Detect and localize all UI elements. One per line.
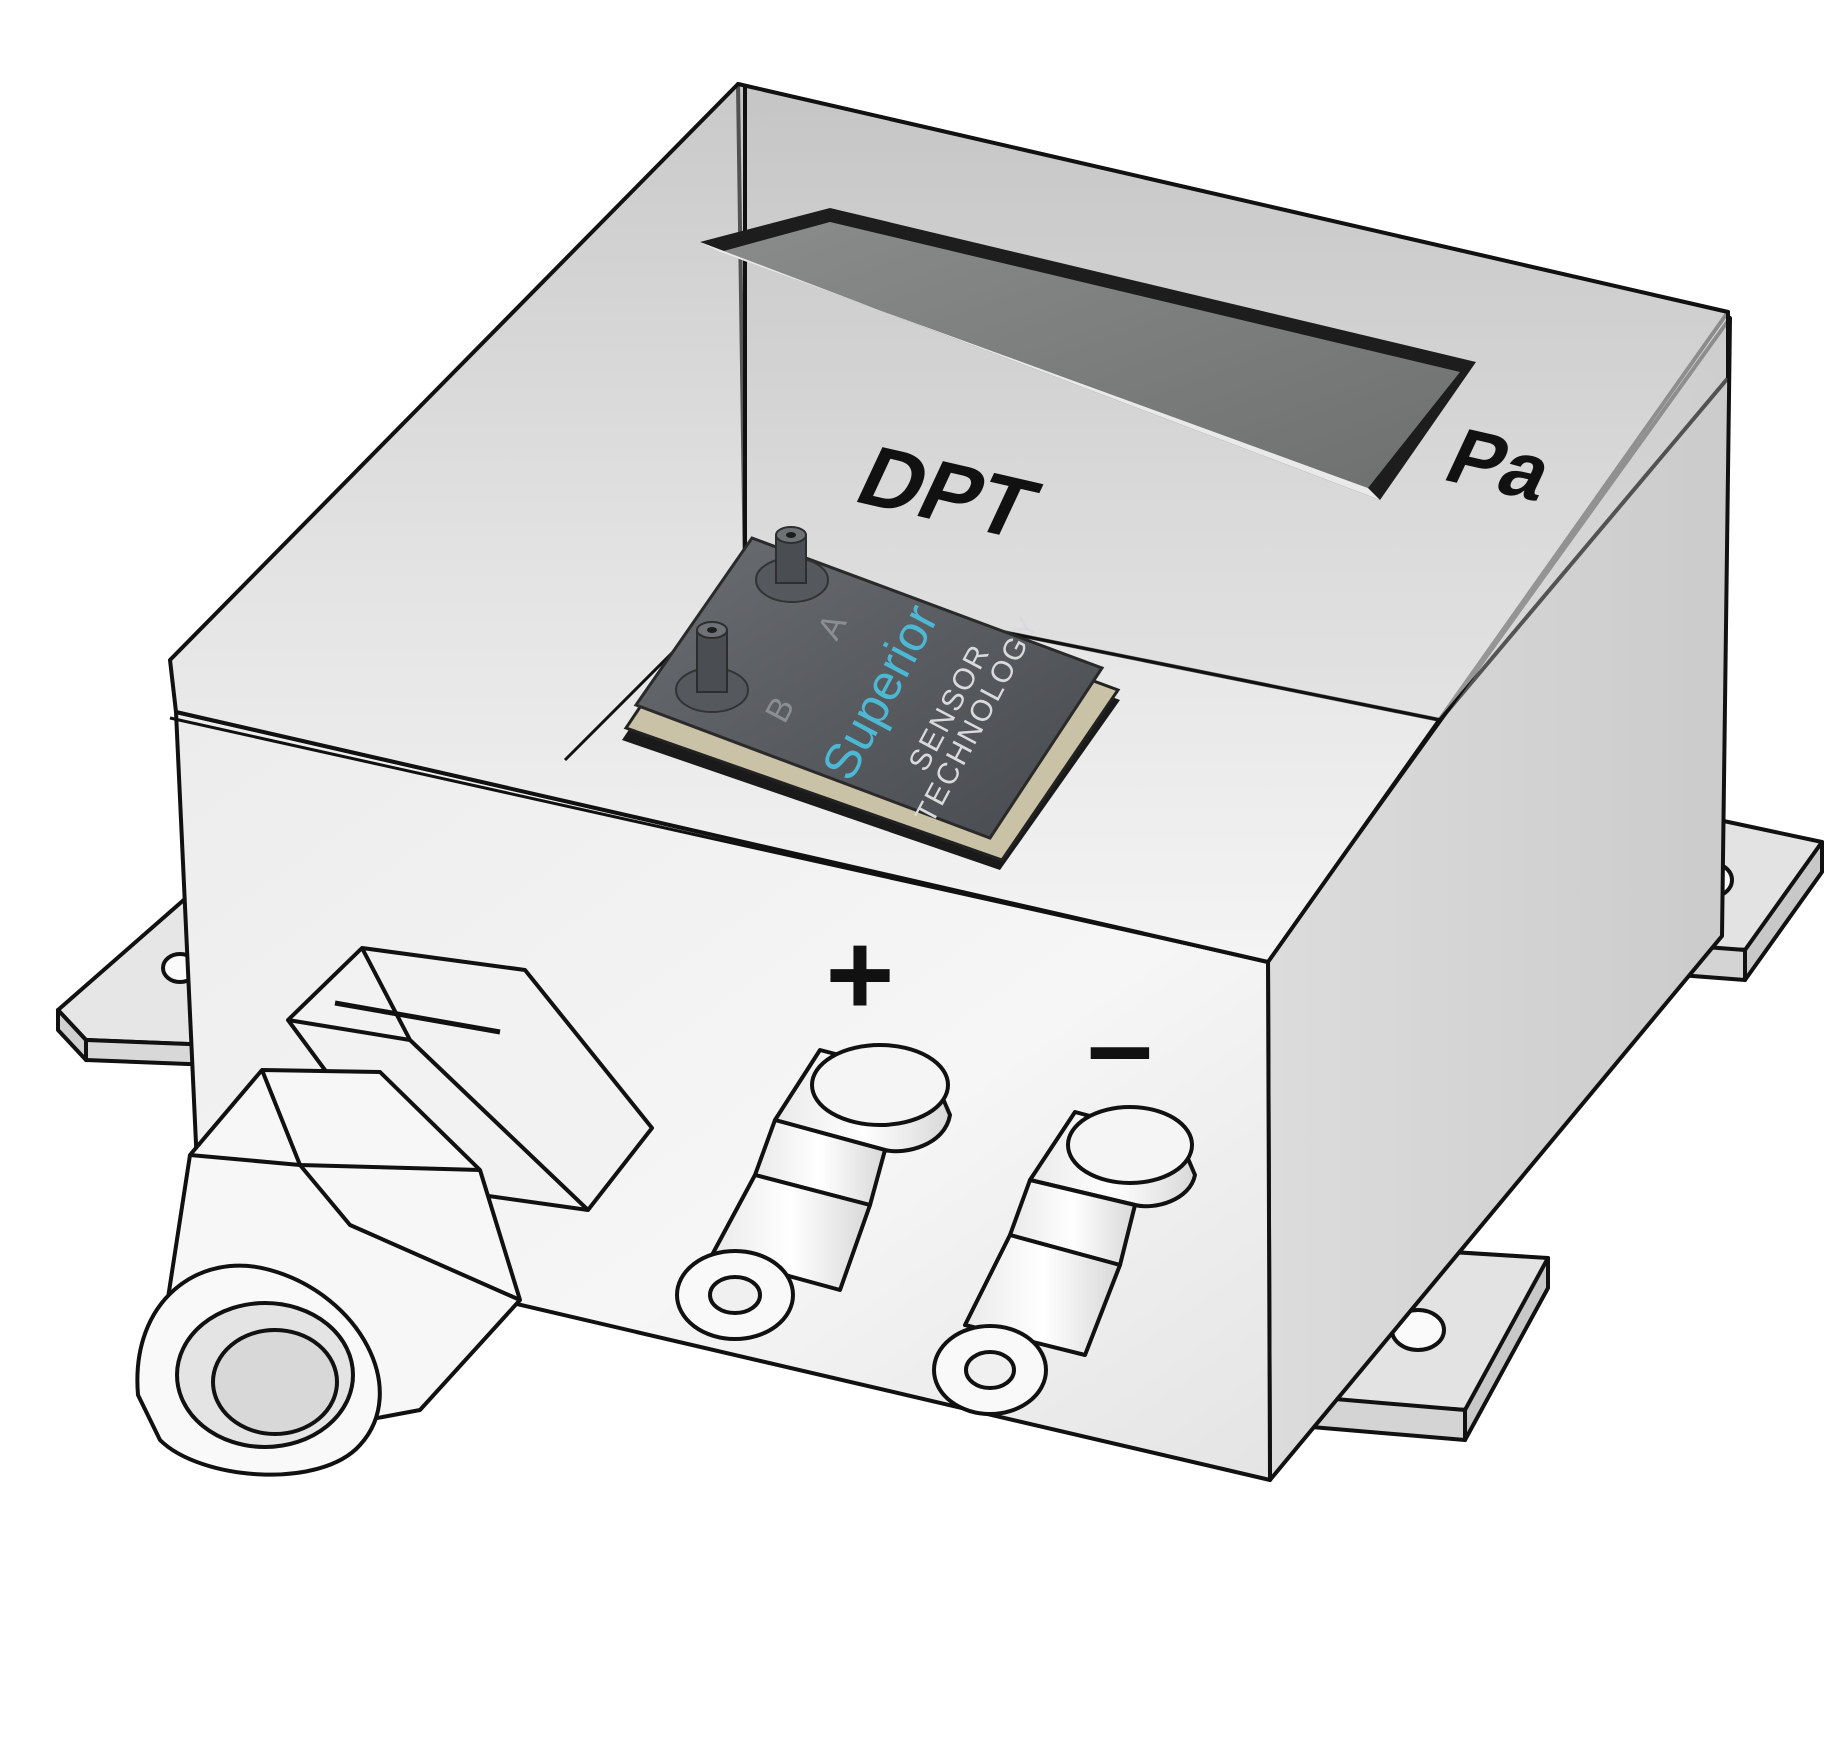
port-plus-label: + bbox=[826, 909, 895, 1041]
cable-gland bbox=[135, 946, 654, 1477]
lcd-display bbox=[700, 208, 1476, 500]
sensor-port-a bbox=[755, 526, 829, 603]
sensor-port-b bbox=[675, 621, 749, 713]
mounting-tab-left bbox=[56, 896, 216, 1067]
sensor-module: A B Superior SENSOR TECHNOLOGY bbox=[622, 526, 1121, 870]
pressure-port-minus bbox=[932, 1105, 1197, 1416]
port-minus-label: – bbox=[1087, 979, 1153, 1111]
pressure-port-plus bbox=[675, 1043, 952, 1341]
